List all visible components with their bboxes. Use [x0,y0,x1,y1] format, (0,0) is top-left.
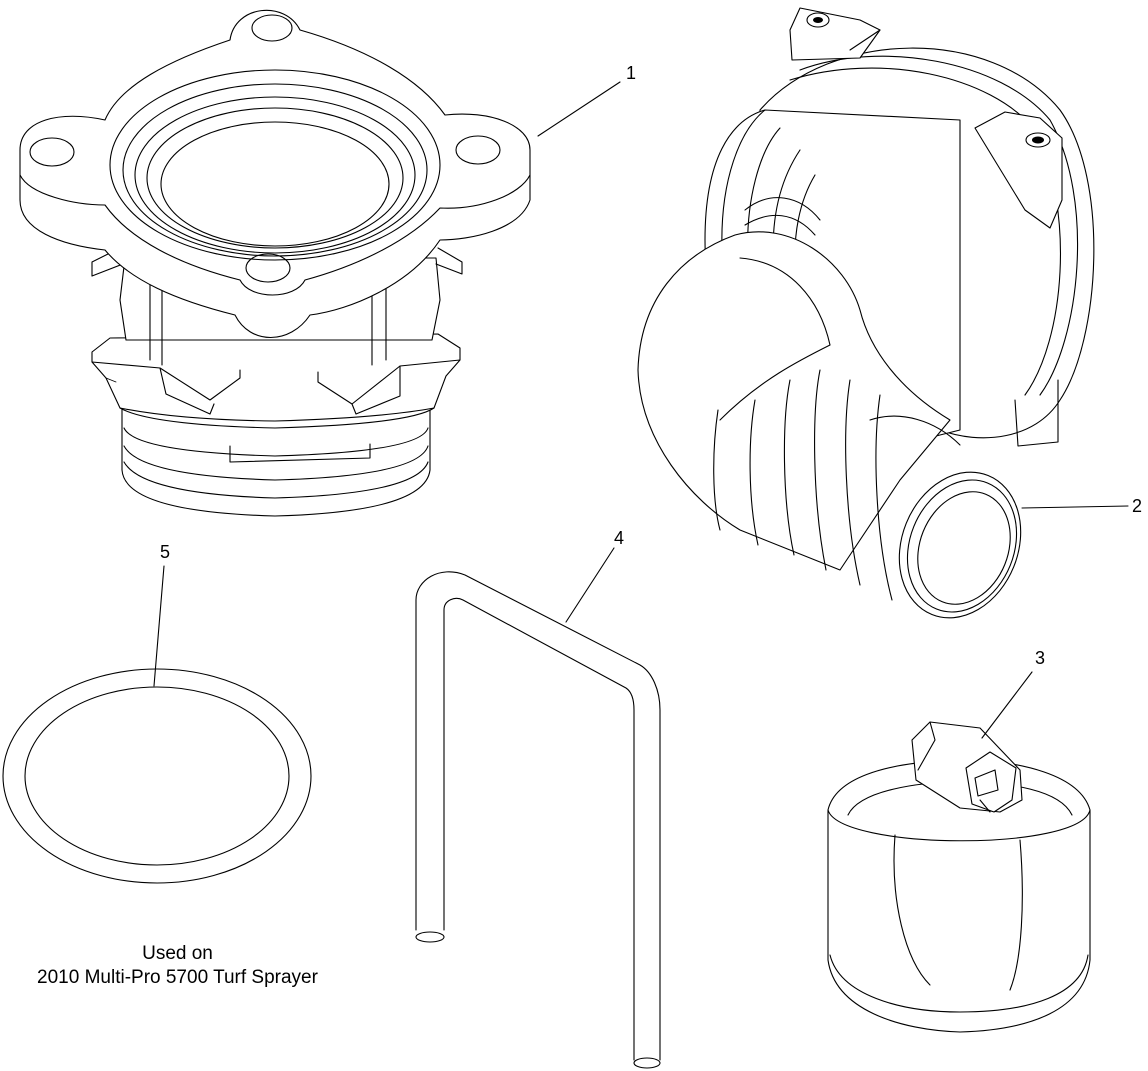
caption-line-2: 2010 Multi-Pro 5700 Turf Sprayer [37,967,318,988]
callouts: 1 2 3 4 5 [160,63,1142,668]
leader-2 [1021,505,1129,509]
callout-2: 2 [1132,496,1142,516]
leader-5 [153,565,165,687]
usage-caption: Used on 2010 Multi-Pro 5700 Turf Sprayer [0,942,355,990]
part-2-elbow-coupler [637,7,1095,619]
leader-4 [565,547,615,623]
callout-4: 4 [614,528,624,548]
leader-3 [981,671,1033,739]
caption-line-1: Used on [142,943,213,964]
part-1-flanged-fitting [19,9,531,517]
callout-5: 5 [160,542,170,562]
leader-1 [537,81,621,137]
part-5-o-ring [2,668,312,884]
callout-3: 3 [1035,648,1045,668]
leader-lines [153,81,1129,739]
part-3-hose-clamp [827,721,1091,1033]
callout-1: 1 [626,63,636,83]
part-4-bent-tube [415,571,661,1069]
